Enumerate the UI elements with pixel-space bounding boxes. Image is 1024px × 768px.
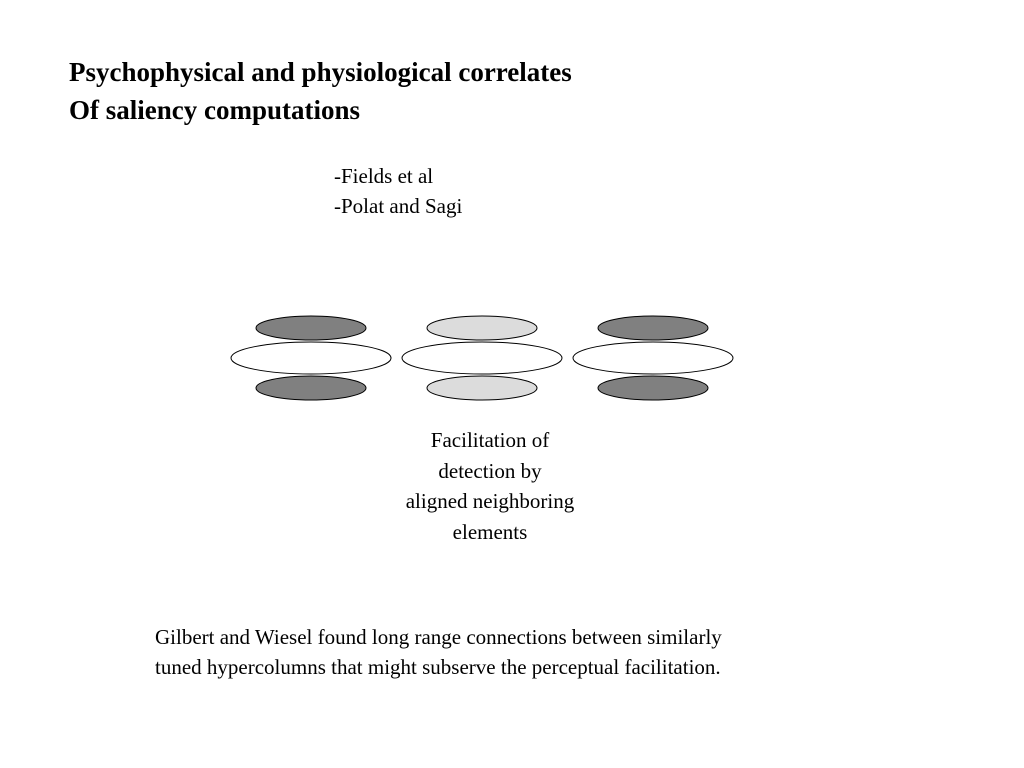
patch-left-bottom-flank bbox=[255, 375, 367, 401]
patch-right-center bbox=[572, 341, 734, 375]
figure-caption: Facilitation of detection by aligned nei… bbox=[370, 425, 610, 547]
figure-caption-line-3: aligned neighboring bbox=[405, 489, 575, 513]
patch-middle bbox=[401, 315, 563, 401]
slide-title-line-2: Of saliency computations bbox=[69, 95, 361, 125]
slide-title: Psychophysical and physiological correla… bbox=[69, 53, 572, 129]
slide-title-line-1: Psychophysical and physiological correla… bbox=[69, 57, 572, 87]
flanker-stimulus-figure bbox=[230, 315, 734, 401]
patch-left-center bbox=[230, 341, 392, 375]
patch-middle-bottom-flank bbox=[426, 375, 538, 401]
patch-left bbox=[230, 315, 392, 401]
patch-right bbox=[572, 315, 734, 401]
figure-caption-line-2: detection by bbox=[438, 458, 542, 483]
reference-item-polat-sagi: -Polat and Sagi bbox=[334, 194, 463, 218]
patch-middle-top-flank bbox=[426, 315, 538, 341]
patch-left-top-flank bbox=[255, 315, 367, 341]
reference-list: -Fields et al -Polat and Sagi bbox=[334, 161, 462, 221]
patch-right-bottom-flank bbox=[597, 375, 709, 401]
note-line-2: tuned hypercolumns that might subserve t… bbox=[155, 655, 721, 679]
note-line-1: Gilbert and Wiesel found long range conn… bbox=[155, 625, 722, 649]
gilbert-wiesel-note: Gilbert and Wiesel found long range conn… bbox=[155, 622, 722, 682]
reference-item-fields: -Fields et al bbox=[334, 164, 434, 188]
figure-caption-line-4: elements bbox=[452, 519, 528, 544]
figure-caption-line-1: Facilitation of bbox=[430, 428, 550, 452]
patch-right-top-flank bbox=[597, 315, 709, 341]
patch-middle-center bbox=[401, 341, 563, 375]
